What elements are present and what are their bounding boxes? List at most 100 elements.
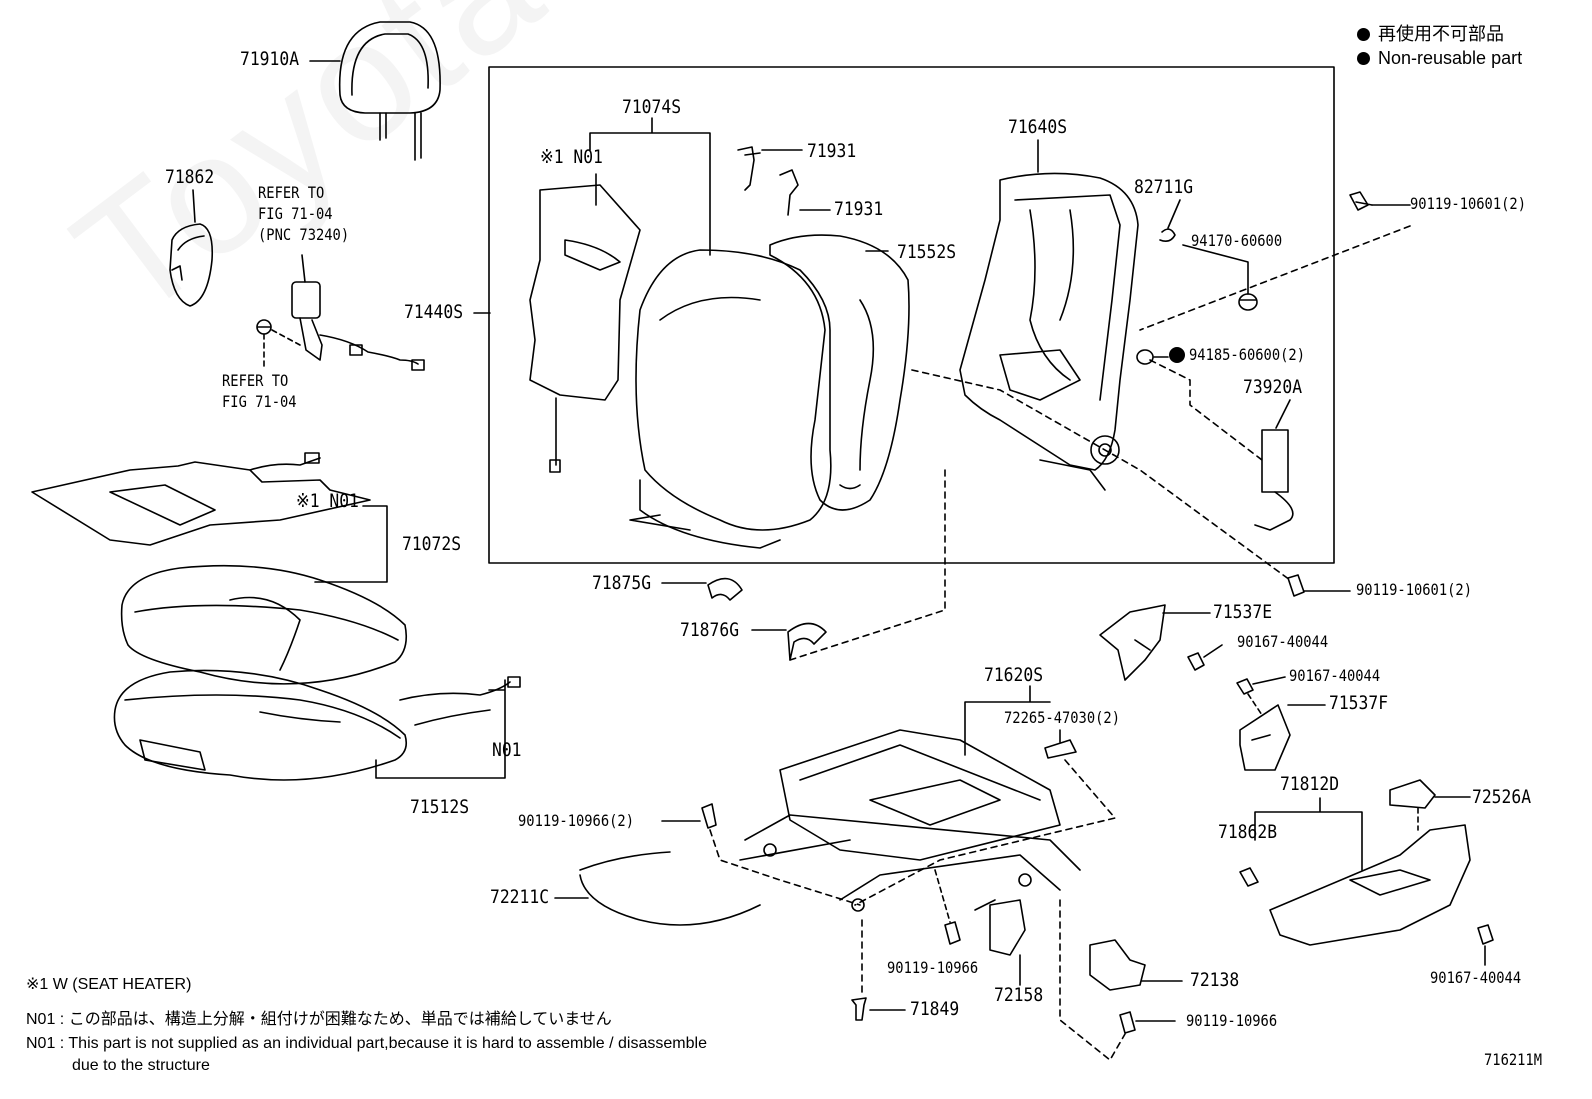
leader-71862 — [192, 189, 196, 223]
seat-cushion-frame-shape — [739, 729, 1081, 912]
note-n01-japanese: N01 : この部品は、構造上分解・組付けが困難なため、単品では補給していません — [26, 1011, 612, 1028]
part-label-n01-top[interactable]: ※1 N01 — [540, 146, 603, 168]
cushion-cover-shape — [120, 564, 408, 685]
clip-82711G-shape — [1159, 228, 1176, 242]
pin-71931-b-shape — [779, 169, 799, 216]
leader-82711G — [1167, 199, 1181, 229]
part-label-72265[interactable]: 72265-47030(2) — [1004, 708, 1120, 727]
part-label-n01-low[interactable]: N01 — [492, 739, 522, 761]
bullet-icon — [1357, 28, 1370, 41]
part-label-71552S[interactable]: 71552S — [897, 241, 957, 263]
part-label-90119-10966-a[interactable]: 90119-10966(2) — [518, 811, 634, 830]
back-heater-sheet-shape — [529, 184, 641, 473]
part-label-71849[interactable]: 71849 — [910, 998, 960, 1020]
refer-fig-line2[interactable]: FIG 71-04 — [258, 204, 333, 223]
part-label-71876G[interactable]: 71876G — [680, 619, 740, 641]
refer-fig-line3: (PNC 73240) — [258, 225, 350, 244]
airbag-73920A-shape — [1254, 429, 1294, 531]
part-label-73920A[interactable]: 73920A — [1243, 376, 1303, 398]
part-label-94170[interactable]: 94170-60600 — [1191, 231, 1283, 250]
pin-71849-shape — [851, 997, 867, 1021]
part-label-71074S[interactable]: 71074S — [622, 96, 682, 118]
bolt-90119-10966-a-shape — [701, 803, 717, 829]
bolt-buckle-shape — [256, 319, 272, 335]
part-label-90119-10966-c[interactable]: 90119-10966 — [1186, 1011, 1278, 1030]
bullet-icon — [1357, 52, 1370, 65]
leader-71812D — [1254, 797, 1363, 871]
nut-94170-shape — [1238, 293, 1258, 311]
bolt-90119-lower-shape — [1287, 574, 1305, 597]
leader-71074S — [589, 117, 711, 256]
note-seat-heater: ※1 W (SEAT HEATER) — [26, 976, 192, 993]
part-label-72158[interactable]: 72158 — [994, 984, 1044, 1006]
headrest-guide-shape — [169, 223, 214, 307]
part-label-71537E[interactable]: 71537E — [1213, 601, 1273, 623]
leader-n01-low — [488, 679, 506, 746]
part-label-71812D[interactable]: 71812D — [1280, 773, 1340, 795]
part-label-90167-40044-a[interactable]: 90167-40044 — [1237, 632, 1329, 651]
seat-belt-buckle-shape — [291, 254, 425, 371]
leader-73920A — [1275, 399, 1291, 429]
bolt-90119-10966-b-shape — [944, 921, 961, 945]
part-label-71512S[interactable]: 71512S — [410, 796, 470, 818]
part-label-71072S[interactable]: 71072S — [402, 533, 462, 555]
cover-72158-shape — [974, 899, 1026, 956]
part-label-90119-10966-b[interactable]: 90119-10966 — [887, 958, 979, 977]
part-label-94185[interactable]: 94185-60600(2) — [1189, 345, 1305, 364]
cushion-pad-shape — [113, 669, 408, 781]
part-label-71862B[interactable]: 71862B — [1218, 821, 1278, 843]
leader-71620S — [964, 685, 1051, 756]
leader-94170 — [1182, 244, 1249, 295]
screw-90167-b-shape — [1236, 678, 1254, 695]
seatback-pad-shape — [629, 249, 832, 549]
part-label-72526A[interactable]: 72526A — [1472, 786, 1532, 808]
side-shield-71812D-shape — [1269, 824, 1471, 946]
leader-90167a — [1203, 644, 1223, 658]
note-n01-english: N01 : This part is not supplied as an in… — [26, 1035, 707, 1052]
leader-71072S — [314, 505, 388, 583]
wire-72211C-shape — [579, 851, 761, 926]
part-label-n01-mid[interactable]: ※1 N01 — [296, 490, 359, 512]
part-label-90167-40044-c[interactable]: 90167-40044 — [1430, 968, 1522, 987]
bolt-90119-upper-shape — [1349, 191, 1373, 211]
figure-id: 716211M — [1484, 1050, 1542, 1069]
refer-fig2-line1: REFER TO — [222, 371, 289, 390]
cover-71876G-shape — [787, 622, 827, 661]
part-label-71862[interactable]: 71862 — [165, 166, 215, 188]
part-label-90119-10601-lower[interactable]: 90119-10601(2) — [1356, 580, 1472, 599]
refer-fig-line1: REFER TO — [258, 183, 325, 202]
cushion-wire-shape — [399, 676, 521, 726]
part-label-71910A[interactable]: 71910A — [240, 48, 300, 70]
non-reusable-marker-94185 — [1169, 347, 1185, 363]
seatback-frame-shape — [959, 172, 1139, 491]
cushion-heater-sheet-shape — [31, 452, 371, 546]
part-label-71620S[interactable]: 71620S — [984, 664, 1044, 686]
leader-71512S — [375, 744, 506, 779]
part-label-71931-b[interactable]: 71931 — [834, 198, 884, 220]
refer-fig2-line2[interactable]: FIG 71-04 — [222, 392, 297, 411]
legend-non-reusable: Non-reusable part — [1357, 49, 1522, 67]
part-label-71440S[interactable]: 71440S — [404, 301, 464, 323]
part-label-90167-40044-b[interactable]: 90167-40044 — [1289, 666, 1381, 685]
knob-72526A-shape — [1389, 779, 1436, 809]
bracket-72138-shape — [1089, 939, 1146, 991]
part-label-71537F[interactable]: 71537F — [1329, 692, 1389, 714]
seatback-assembly-frame — [488, 66, 1335, 564]
part-label-71931-a[interactable]: 71931 — [807, 140, 857, 162]
part-label-71875G[interactable]: 71875G — [592, 572, 652, 594]
part-label-71640S[interactable]: 71640S — [1008, 116, 1068, 138]
pin-71931-a-shape — [737, 146, 761, 191]
part-label-72138[interactable]: 72138 — [1190, 969, 1240, 991]
part-label-72211C[interactable]: 72211C — [490, 886, 550, 908]
part-label-82711G[interactable]: 82711G — [1134, 176, 1194, 198]
headrest-shape — [338, 21, 441, 161]
bolt-90119-10966-c-shape — [1119, 1011, 1136, 1034]
cover-71875G-shape — [707, 577, 743, 601]
bracket-72265-shape — [1044, 739, 1077, 759]
screw-90167-a-shape — [1187, 652, 1205, 671]
leader-90167b — [1252, 676, 1286, 685]
note-n01-english-cont: due to the structure — [72, 1057, 210, 1074]
screw-90167-c-shape — [1477, 924, 1494, 945]
part-label-90119-10601-upper[interactable]: 90119-10601(2) — [1410, 194, 1526, 213]
